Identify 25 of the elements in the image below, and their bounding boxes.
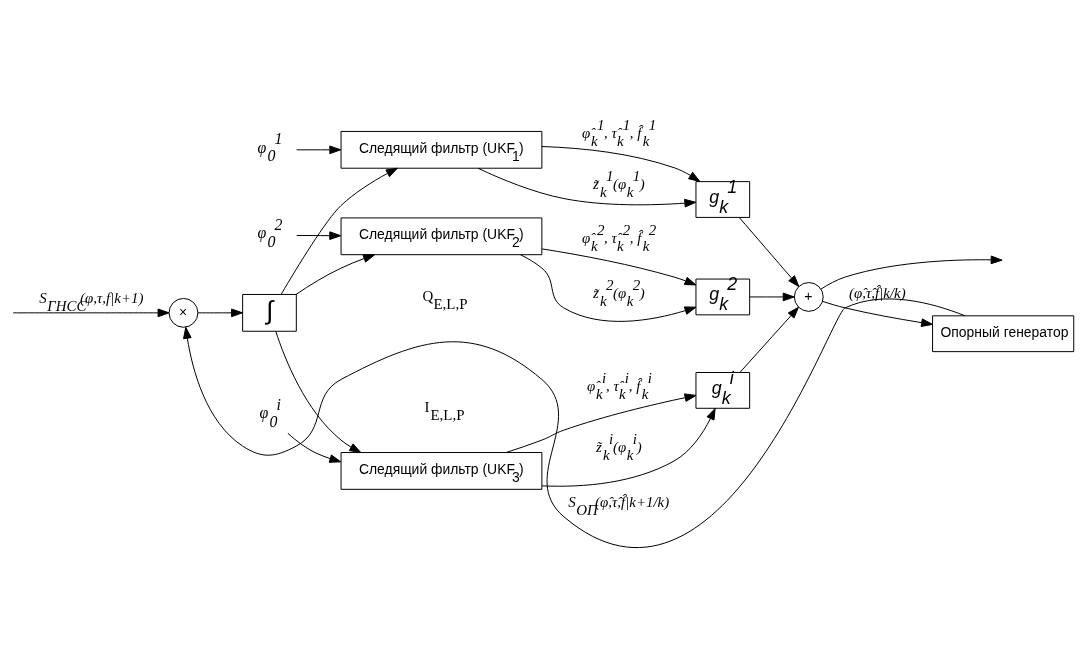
node-circle: ×: [168, 297, 199, 328]
node-box: Опорный генератор: [932, 315, 1075, 353]
arrow: [296, 145, 342, 155]
arrow: [280, 167, 398, 295]
arrow: [183, 298, 966, 549]
arrow: [739, 306, 799, 373]
edge-label: (φ̂,τ̂,f̂|k/k): [849, 285, 906, 302]
arrow: [197, 308, 243, 318]
arrow: [541, 146, 701, 182]
arrow: [541, 248, 697, 286]
node-box: ∫: [242, 293, 297, 332]
arrow: [295, 254, 376, 295]
arrow: [296, 231, 342, 240]
arrow: [275, 330, 362, 453]
arrow: [749, 292, 795, 302]
arrow: [820, 255, 1003, 290]
arrow: [477, 167, 697, 208]
arrow: [519, 254, 697, 322]
arrow: [739, 217, 800, 287]
arrow: [287, 432, 342, 463]
arrow: [12, 308, 170, 318]
arrow: [505, 393, 697, 453]
arrow: [822, 300, 934, 327]
node-circle: +: [793, 282, 824, 312]
arrow: [541, 408, 716, 487]
